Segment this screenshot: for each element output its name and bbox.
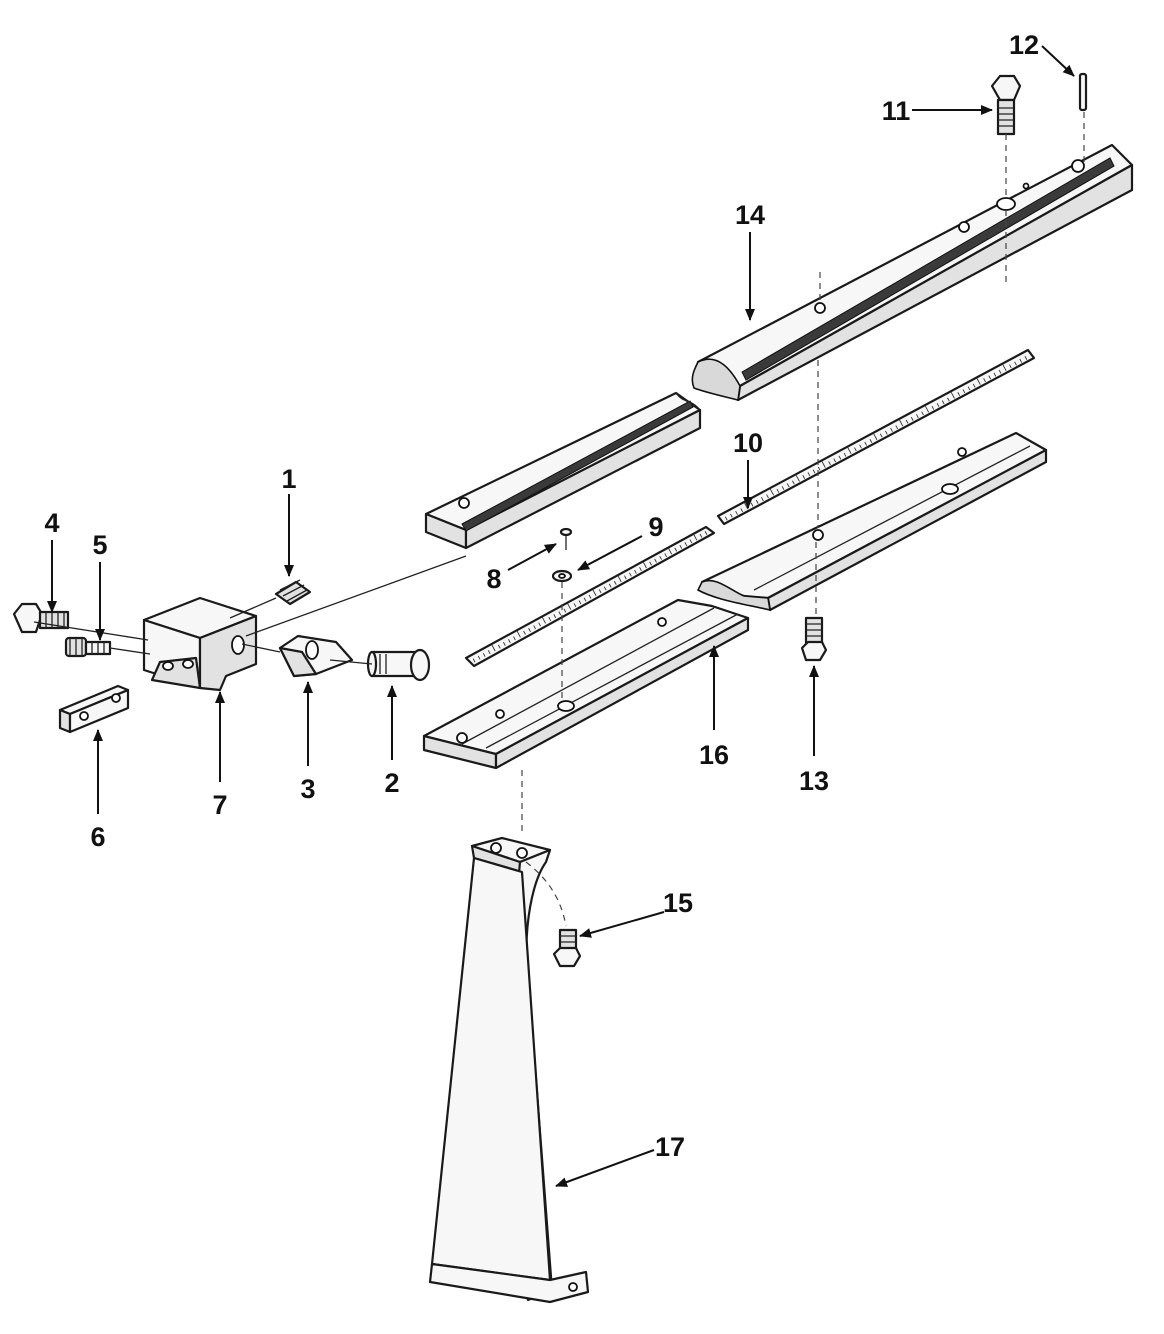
callout-17: 17: [655, 1132, 685, 1162]
part-9-washer: [551, 569, 573, 583]
part-16-rail-left: [422, 598, 750, 770]
part-10-scale-upper: [716, 348, 1036, 526]
part-3-wedge: [278, 634, 354, 678]
callout-9: 9: [648, 512, 663, 542]
part-12-roll-pin: [1078, 72, 1088, 112]
callout-5: 5: [92, 530, 107, 560]
part-11-hex-bolt: [990, 74, 1022, 136]
part-16-rail-right: [696, 431, 1048, 612]
callout-labels: 1 2 3 4 5 6 7 8 9 10 11 12 13 14 15 16 1…: [44, 30, 1039, 1162]
callout-15: 15: [663, 888, 693, 918]
callout-16: 16: [699, 740, 729, 770]
callout-7: 7: [212, 790, 227, 820]
callout-10: 10: [733, 428, 763, 458]
leader-arrows: [47, 45, 1075, 1187]
callout-12: 12: [1009, 30, 1039, 60]
assembly-lines: [33, 112, 1085, 927]
part-5-knurled-screw: [64, 636, 112, 658]
part-6-small-block: [58, 684, 130, 734]
callout-6: 6: [90, 822, 105, 852]
callout-2: 2: [384, 768, 399, 798]
part-1-set-screw: [274, 579, 312, 606]
callout-13: 13: [799, 766, 829, 796]
part-4-hex-bolt: [12, 602, 70, 634]
part-scale-lower: [464, 525, 716, 668]
callout-1: 1: [281, 464, 296, 494]
callout-11: 11: [882, 96, 911, 126]
callout-3: 3: [300, 774, 315, 804]
part-17-leg-stand: [428, 836, 590, 1304]
callout-4: 4: [44, 508, 59, 538]
part-13-bolt: [800, 616, 828, 662]
part-8-screw: [559, 527, 573, 550]
part-7-clamp-block: [142, 596, 258, 692]
part-14-fence-bar: [424, 143, 1134, 550]
callout-8: 8: [486, 564, 501, 594]
callout-14: 14: [735, 200, 765, 230]
part-15-bolt: [552, 928, 582, 968]
part-2-pin: [366, 648, 431, 682]
